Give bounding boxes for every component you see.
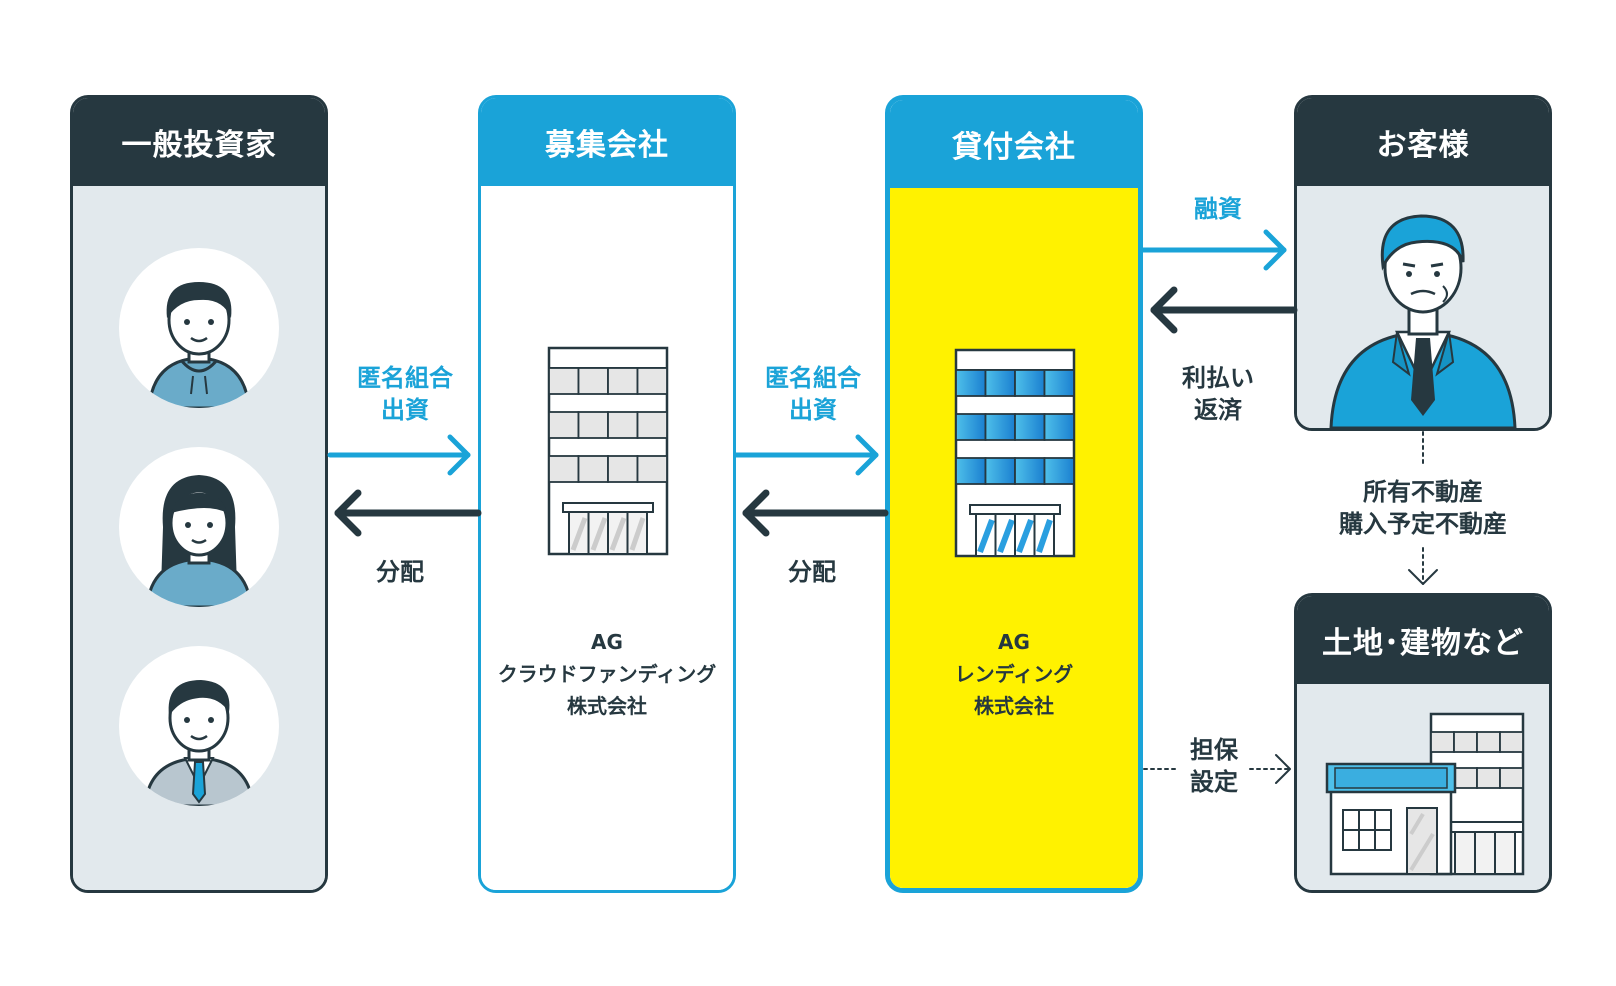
security-dotted-arrow xyxy=(1143,754,1291,784)
distribution-arrow-2 xyxy=(742,489,889,537)
man-hoodie-icon xyxy=(147,282,251,408)
property-label: 所有不動産 購入予定不動産 xyxy=(1339,478,1507,538)
businessman-icon xyxy=(1329,214,1517,428)
repayment-arrow xyxy=(1150,286,1298,334)
investor-avatar-3 xyxy=(119,646,279,806)
distribution-label-2: 分配 xyxy=(788,558,836,586)
investor-avatar-1 xyxy=(119,248,279,408)
lender-panel: AG レンディング 株式会社 xyxy=(890,188,1138,888)
investment-arrow-2 xyxy=(733,434,879,476)
investor-title: 一般投資家 xyxy=(73,98,325,186)
recruiter-column: 募集会社 AG クラウドファンディング 株式会社 xyxy=(478,95,736,893)
investor-panel xyxy=(73,186,325,890)
distribution-label-1: 分配 xyxy=(376,558,424,586)
investor-avatar-2 xyxy=(119,447,279,607)
recruiter-title: 募集会社 xyxy=(481,98,733,186)
investor-column: 一般投資家 xyxy=(70,95,328,893)
woman-icon xyxy=(145,475,253,607)
property-dotted-arrow xyxy=(1408,431,1438,585)
real-estate-buildings-icon xyxy=(1325,712,1525,876)
distribution-arrow-1 xyxy=(334,489,482,537)
lender-company-line-3: 株式会社 xyxy=(974,694,1054,718)
customer-title: お客様 xyxy=(1297,98,1549,186)
investment-label-1: 匿名組合 出資 xyxy=(357,364,453,424)
collateral-title: 土地･建物など xyxy=(1297,596,1549,684)
lender-title: 貸付会社 xyxy=(890,100,1138,188)
collateral-panel xyxy=(1297,684,1549,890)
office-building-blue-icon xyxy=(954,348,1076,558)
lender-company-line-1: AG xyxy=(998,630,1030,654)
collateral-column: 土地･建物など xyxy=(1294,593,1552,893)
lender-company-line-2: レンディング xyxy=(954,662,1074,686)
office-building-gray-icon xyxy=(547,346,669,556)
investment-label-2: 匿名組合 出資 xyxy=(765,364,861,424)
security-label: 担保 設定 xyxy=(1190,736,1238,796)
loan-arrow xyxy=(1140,229,1287,271)
recruiter-company-line-1: AG xyxy=(591,630,623,654)
recruiter-company-line-3: 株式会社 xyxy=(567,694,647,718)
recruiter-company-line-2: クラウドファンディング xyxy=(497,662,717,686)
repayment-label: 利払い 返済 xyxy=(1182,364,1254,424)
customer-column: お客様 xyxy=(1294,95,1552,431)
man-suit-icon xyxy=(143,680,255,806)
customer-panel xyxy=(1297,186,1549,428)
recruiter-panel: AG クラウドファンディング 株式会社 xyxy=(481,186,733,890)
lender-column: 貸付会社 AG レンディング xyxy=(885,95,1143,893)
investment-arrow-1 xyxy=(327,434,471,476)
loan-label: 融資 xyxy=(1194,195,1242,223)
